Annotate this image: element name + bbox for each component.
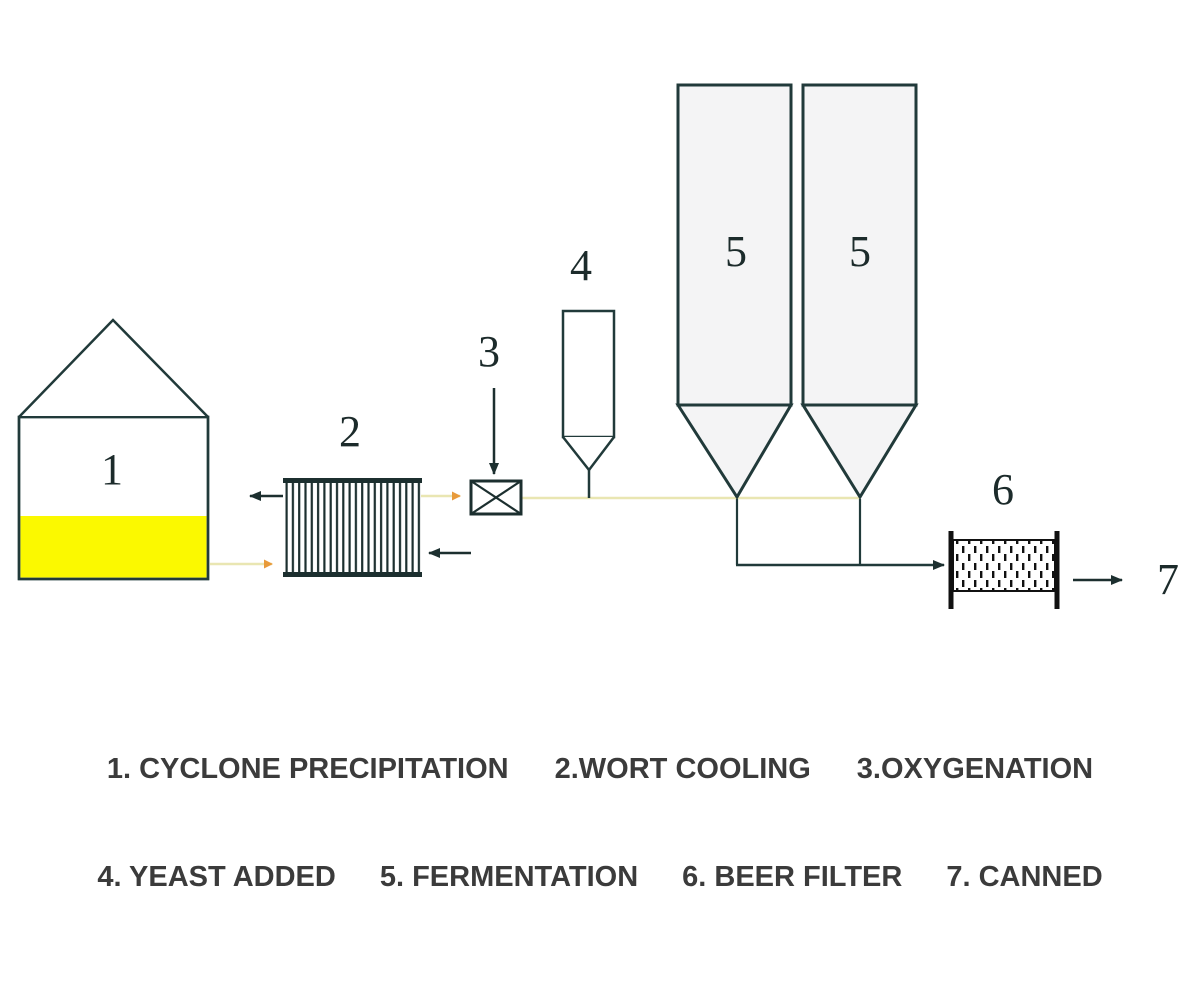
legend-wort-cooling: 2.WORT COOLING xyxy=(554,753,811,785)
process-flow-diagram: 1 2 3 4 xyxy=(17,83,1179,609)
label-filter: 6 xyxy=(992,465,1014,514)
canned-output: 7 xyxy=(1073,555,1179,604)
oxygenation-valve: 3 xyxy=(469,327,523,516)
legend-fermentation: 5. FERMENTATION xyxy=(379,861,639,893)
label-yeast: 4 xyxy=(570,241,592,290)
legend-line-2: 4. YEAST ADDED 5. FERMENTATION 6. BEER F… xyxy=(0,861,1200,894)
label-fermenter-right: 5 xyxy=(849,227,871,276)
legend-oxygenation: 3.OXYGENATION xyxy=(856,753,1094,785)
label-fermenter-left: 5 xyxy=(725,227,747,276)
legend-beer-filter: 6. BEER FILTER xyxy=(682,861,903,893)
wort-pipe-lines xyxy=(210,491,860,569)
wort-liquid-fill xyxy=(20,516,207,578)
yeast-vessel: 4 xyxy=(561,241,616,498)
fermentation-tank-right: 5 xyxy=(800,83,919,500)
legend-yeast-added: 4. YEAST ADDED xyxy=(97,861,336,893)
fermentation-tank-left: 5 xyxy=(675,83,794,500)
tank-right-cone xyxy=(800,403,919,500)
filter-media xyxy=(952,539,1056,592)
label-cooler: 2 xyxy=(339,407,361,456)
cyclone-precipitation-vessel: 1 xyxy=(17,318,210,581)
label-canned: 7 xyxy=(1157,555,1179,604)
beer-transfer-lines xyxy=(735,499,945,570)
beer-filter: 6 xyxy=(948,465,1060,609)
label-vessel1: 1 xyxy=(101,445,123,494)
vessel1-roof xyxy=(18,318,209,418)
cooler-bottom-plate xyxy=(283,572,422,577)
tank-left-cone xyxy=(675,403,794,500)
yeast-funnel xyxy=(562,436,615,473)
cooler-top-plate xyxy=(283,478,422,483)
wort-cooler: 2 xyxy=(249,407,471,577)
legend-line-1: 1. CYCLONE PRECIPITATION 2.WORT COOLING … xyxy=(0,753,1200,786)
legend-canned: 7. CANNED xyxy=(946,861,1103,893)
legend-cyclone-precipitation: 1. CYCLONE PRECIPITATION xyxy=(106,753,509,785)
label-valve: 3 xyxy=(478,327,500,376)
